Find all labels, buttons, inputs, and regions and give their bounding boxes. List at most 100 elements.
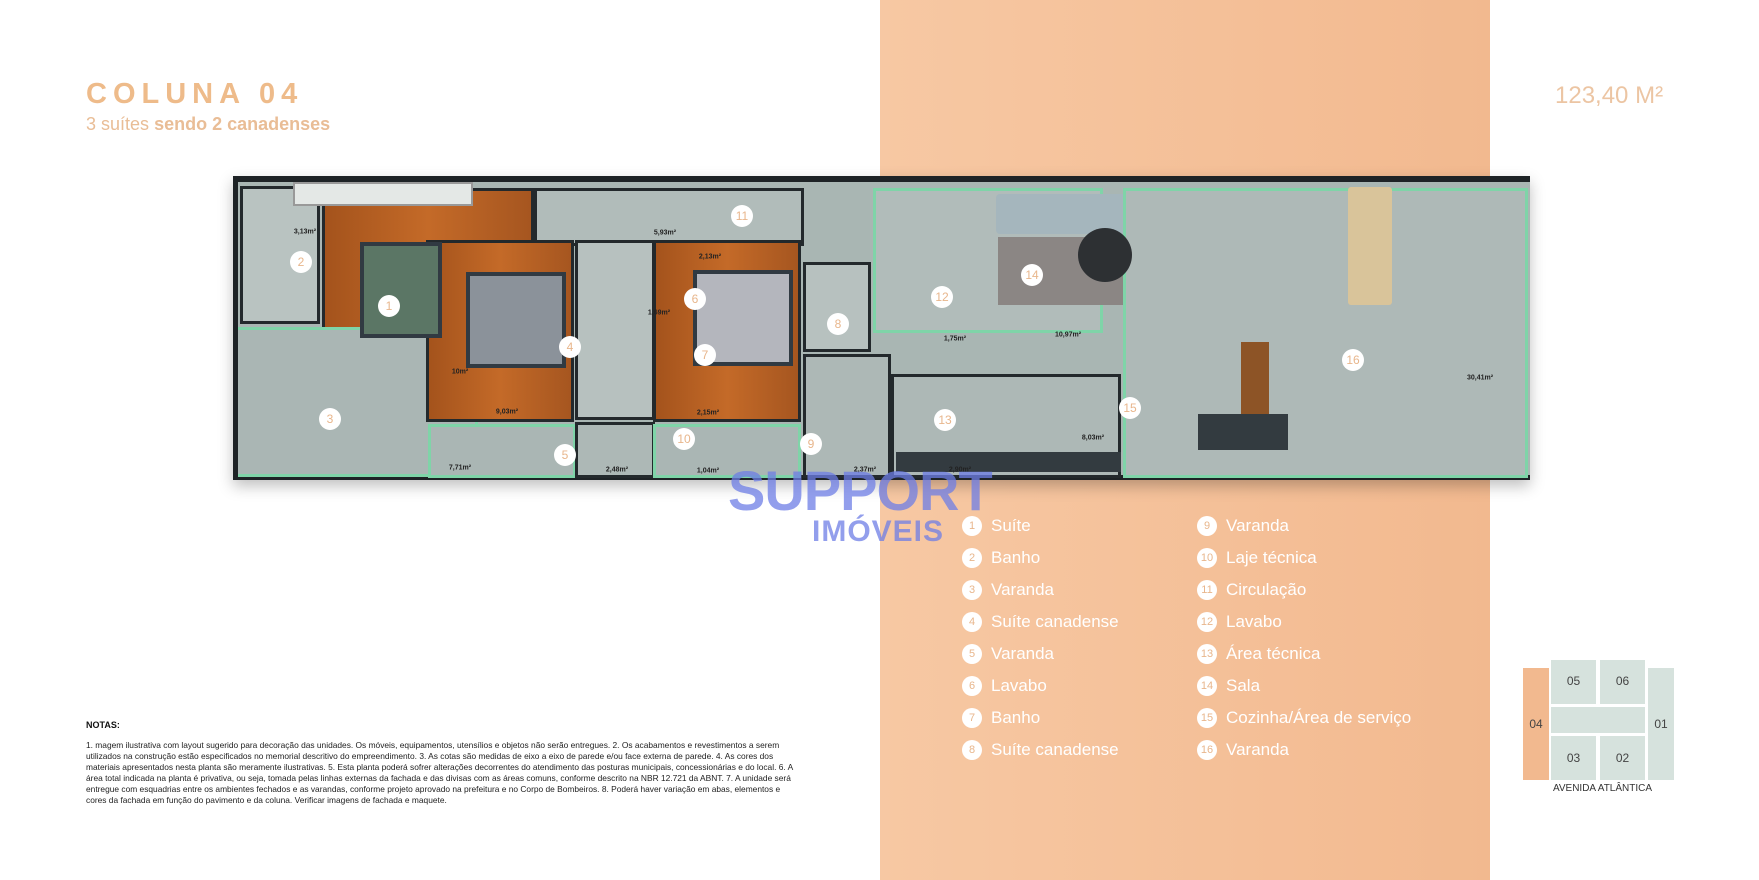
key-unit-02: 02	[1600, 736, 1645, 780]
room-marker: 3	[319, 408, 341, 430]
legend-item: 5 Varanda	[962, 644, 1054, 664]
area-label: 9,03m²	[495, 408, 519, 416]
area-label: 2,37m²	[853, 466, 877, 474]
legend-number: 1	[962, 516, 982, 536]
sofa	[996, 194, 1126, 234]
legend-number: 10	[1197, 548, 1217, 568]
street-label: AVENIDA ATLÂNTICA	[1552, 783, 1653, 794]
room-marker: 2	[290, 251, 312, 273]
subtitle-light: 3 suítes	[86, 114, 150, 134]
legend-number: 4	[962, 612, 982, 632]
notes-title: NOTAS:	[86, 720, 120, 730]
legend-label: Lavabo	[991, 676, 1047, 695]
coffee-table	[1078, 228, 1132, 282]
legend-label: Banho	[991, 548, 1041, 567]
area-label: 10m²	[451, 368, 469, 376]
room-lavabo-12	[803, 262, 871, 352]
wardrobe-1	[293, 182, 473, 206]
key-core	[1551, 707, 1645, 733]
area-label: 8,03m²	[1081, 434, 1105, 442]
area-label: 1,75m²	[943, 335, 967, 343]
legend-label: Varanda	[991, 580, 1055, 599]
area-label: 2,48m²	[605, 466, 629, 474]
area-label: 1,04m²	[696, 467, 720, 475]
bed-1	[360, 242, 442, 338]
area-label: 2,15m²	[696, 409, 720, 417]
room-marker: 8	[827, 313, 849, 335]
room-marker: 12	[931, 286, 953, 308]
page-subtitle: 3 suítes sendo 2 canadenses	[86, 114, 330, 135]
legend-label: Banho	[991, 708, 1041, 727]
area-label: 10,97m²	[1054, 331, 1082, 339]
legend-label: Suíte	[991, 516, 1031, 535]
legend-number: 16	[1197, 740, 1217, 760]
room-marker: 4	[559, 336, 581, 358]
key-unit-04: 04	[1523, 668, 1549, 780]
bed-4	[466, 272, 566, 368]
room-marker: 10	[673, 428, 695, 450]
legend-item: 8 Suíte canadense	[962, 740, 1119, 760]
legend-label: Circulação	[1226, 580, 1307, 599]
legend-label: Cozinha/Área de serviço	[1226, 708, 1412, 727]
room-marker: 5	[554, 444, 576, 466]
kitchen-counter	[896, 452, 1121, 472]
page-title: COLUNA 04	[86, 78, 304, 110]
legend-number: 3	[962, 580, 982, 600]
legend-number: 12	[1197, 612, 1217, 632]
watermark-imoveis: IMÓVEIS	[812, 515, 945, 548]
room-marker: 6	[684, 288, 706, 310]
area-label: 2,90m²	[948, 466, 972, 474]
floor-plan: 1 2 3 4 5 6 7 8 9 10 11 12 13 14 15 16 3…	[233, 176, 1530, 480]
legend-number: 7	[962, 708, 982, 728]
legend-label: Área técnica	[1226, 644, 1321, 663]
area-label: 2,13m²	[698, 253, 722, 261]
room-marker: 11	[731, 205, 753, 227]
room-marker: 15	[1119, 397, 1141, 419]
legend-item: 12 Lavabo	[1197, 612, 1282, 632]
legend-number: 2	[962, 548, 982, 568]
room-marker: 14	[1021, 264, 1043, 286]
room-marker: 9	[800, 433, 822, 455]
legend-label: Varanda	[991, 644, 1055, 663]
key-unit-01: 01	[1648, 668, 1674, 780]
room-laje-10	[575, 422, 655, 478]
room-varanda-16	[1123, 188, 1528, 478]
watermark-support: SUPPORT	[728, 459, 993, 522]
legend-label: Suíte canadense	[991, 740, 1119, 759]
room-circulacao-11	[534, 188, 804, 246]
room-lavabo-banho	[575, 240, 655, 420]
legend-item: 7 Banho	[962, 708, 1040, 728]
key-unit-06: 06	[1600, 660, 1645, 704]
legend-number: 11	[1197, 580, 1217, 600]
breakfast-counter	[1241, 342, 1269, 414]
key-unit-03: 03	[1551, 736, 1596, 780]
room-area-tecnica-13	[803, 354, 891, 478]
room-marker: 1	[378, 295, 400, 317]
area-label: 3,13m²	[293, 228, 317, 236]
legend-number: 5	[962, 644, 982, 664]
notes-text: 1. magem ilustrativa com layout sugerido…	[86, 740, 793, 805]
legend-label: Lavabo	[1226, 612, 1282, 631]
room-marker: 16	[1342, 349, 1364, 371]
key-unit-05: 05	[1551, 660, 1596, 704]
legend-number: 9	[1197, 516, 1217, 536]
legend-label: Varanda	[1226, 516, 1290, 535]
legend-item: 9 Varanda	[1197, 516, 1289, 536]
legend-label: Sala	[1226, 676, 1261, 695]
legend-item: 1 Suíte	[962, 516, 1031, 536]
dining-table	[1348, 187, 1392, 305]
legend-item: 3 Varanda	[962, 580, 1054, 600]
legend-item: 11 Circulação	[1197, 580, 1306, 600]
legend-item: 2 Banho	[962, 548, 1040, 568]
area-label: 5,93m²	[653, 229, 677, 237]
room-marker: 7	[694, 344, 716, 366]
legend-number: 8	[962, 740, 982, 760]
subtitle-bold: sendo 2 canadenses	[154, 114, 331, 134]
